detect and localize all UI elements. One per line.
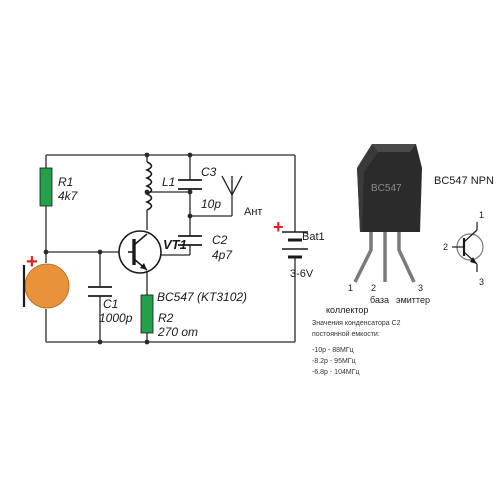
junction-dots xyxy=(43,152,193,345)
battery-name: Bat1 xyxy=(302,231,325,243)
battery-plus-sign: + xyxy=(273,217,284,237)
notes-heading-1: Значения конденсатора С2 xyxy=(312,320,401,327)
l1-name: L1 xyxy=(162,175,175,189)
to92-package-image xyxy=(353,144,422,283)
symbol-pin-2: 2 xyxy=(443,242,448,252)
antenna-label: Ант xyxy=(244,206,262,218)
symbol-pin-3: 3 xyxy=(479,277,484,287)
symbol-pin-1: 1 xyxy=(479,210,484,220)
c3-name: C3 xyxy=(201,165,217,179)
pin-3-name: эмиттер xyxy=(396,295,430,305)
notes-item-2: -8.2p - 95МГц xyxy=(312,358,356,365)
npn-symbol-icon xyxy=(452,222,484,272)
notes-item-1: -10p - 88МГц xyxy=(312,347,354,354)
notes-heading-2: постоянной емкости: xyxy=(312,330,380,338)
vt1-part-number: BC547 (KT3102) xyxy=(157,290,247,304)
r1-name: R1 xyxy=(58,175,73,189)
battery-voltage: 3-6V xyxy=(290,268,314,280)
r2-resistor xyxy=(140,294,154,334)
r1-value: 4k7 xyxy=(58,189,79,203)
package-marking: BC547 xyxy=(371,183,402,194)
r2-name: R2 xyxy=(158,311,174,325)
capacitor-notes: Значения конденсатора С2 постоянной емко… xyxy=(312,320,401,376)
l1-inductor xyxy=(145,161,153,211)
r1-resistor xyxy=(39,167,53,207)
pin-2-name: база xyxy=(370,295,389,305)
c2-name: C2 xyxy=(212,233,228,247)
c2-value: 4p7 xyxy=(212,248,233,262)
notes-item-3: -6.8p - 104МГц xyxy=(312,369,360,376)
microphone-icon xyxy=(22,263,70,309)
pin-1-name: коллектор xyxy=(326,305,368,315)
pin-3-number: 3 xyxy=(418,283,423,293)
pinout-title: BC547 NPN xyxy=(434,175,494,187)
c3-value: 10p xyxy=(201,197,221,211)
r2-value: 270 om xyxy=(157,325,198,339)
pin-1-number: 1 xyxy=(348,283,353,293)
c1-value: 1000p xyxy=(99,311,133,325)
vt1-name: VT1 xyxy=(163,237,187,252)
mic-plus-sign: + xyxy=(26,251,38,273)
battery-icon xyxy=(282,231,308,259)
pin-2-number: 2 xyxy=(371,283,376,293)
vt1-transistor xyxy=(118,230,162,274)
antenna-icon xyxy=(221,175,243,196)
c1-name: C1 xyxy=(103,297,118,311)
